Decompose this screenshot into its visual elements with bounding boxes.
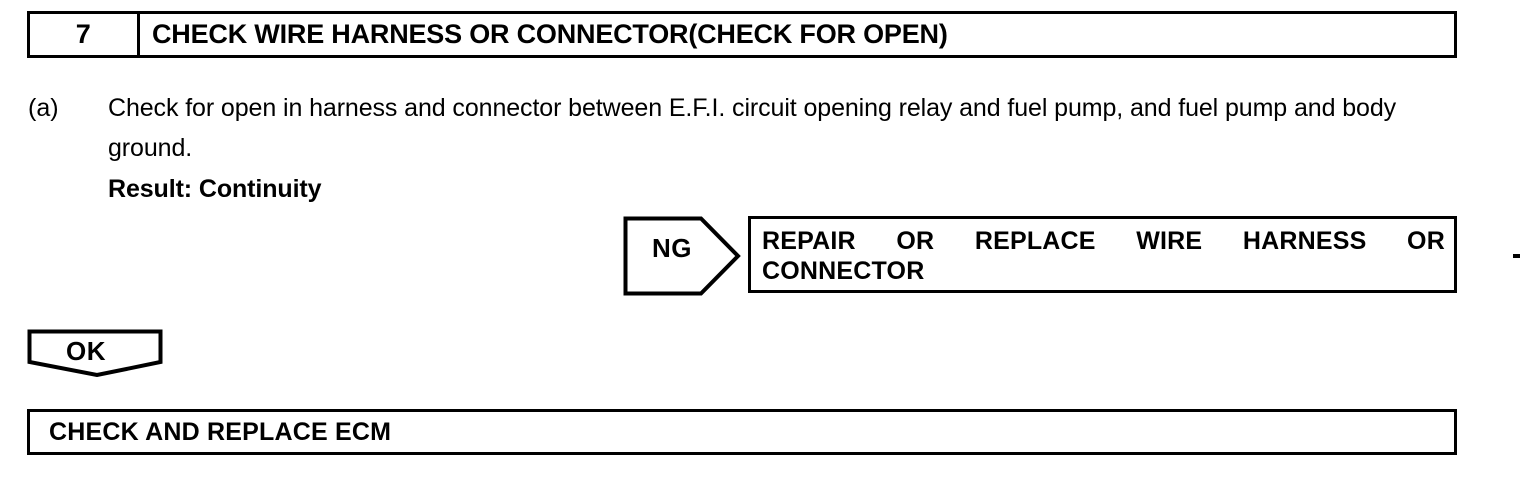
step-number: 7 [75,19,92,49]
ok-arrow-label: OK [66,336,106,366]
step-title: CHECK WIRE HARNESS OR CONNECTOR(CHECK FO… [152,19,948,49]
instruction-text: Check for open in harness and connector … [108,94,1397,162]
ng-target-line-1: REPAIR OR REPLACE WIRE HARNESS OR [762,226,1445,256]
ng-word-harness: HARNESS [1242,227,1367,255]
step-number-cell: 7 [30,14,140,55]
step-title-cell: CHECK WIRE HARNESS OR CONNECTOR(CHECK FO… [140,14,1454,55]
ng-target-line-2: CONNECTOR [762,257,925,285]
outcome-box: CHECK AND REPLACE ECM [27,409,1457,455]
ng-word-or-2: OR [1407,227,1445,255]
ng-arrow-label: NG [652,233,692,263]
instruction-label: (a) [28,94,59,122]
instruction-row: (a) Check for open in harness and connec… [28,88,1468,209]
ng-target-box: REPAIR OR REPLACE WIRE HARNESS OR CONNEC… [748,216,1457,293]
scan-artifact-mark [1513,254,1520,258]
ng-word-repair: REPAIR [762,227,856,255]
outcome-text: CHECK AND REPLACE ECM [49,417,392,446]
ng-word-wire: WIRE [1136,227,1203,255]
instruction-body: Check for open in harness and connector … [108,88,1468,209]
ng-word-replace: REPLACE [974,227,1096,255]
ok-arrow-shape: OK [27,329,163,377]
ng-branch: NG REPAIR OR REPLACE WIRE HARNESS OR CON… [623,216,1457,296]
ng-word-or-1: OR [896,227,935,255]
ng-arrow-shape: NG [623,216,741,296]
instruction-block: (a) Check for open in harness and connec… [28,88,1468,209]
step-header-bar: 7 CHECK WIRE HARNESS OR CONNECTOR(CHECK … [27,11,1457,58]
instruction-result: Result: Continuity [108,175,322,203]
